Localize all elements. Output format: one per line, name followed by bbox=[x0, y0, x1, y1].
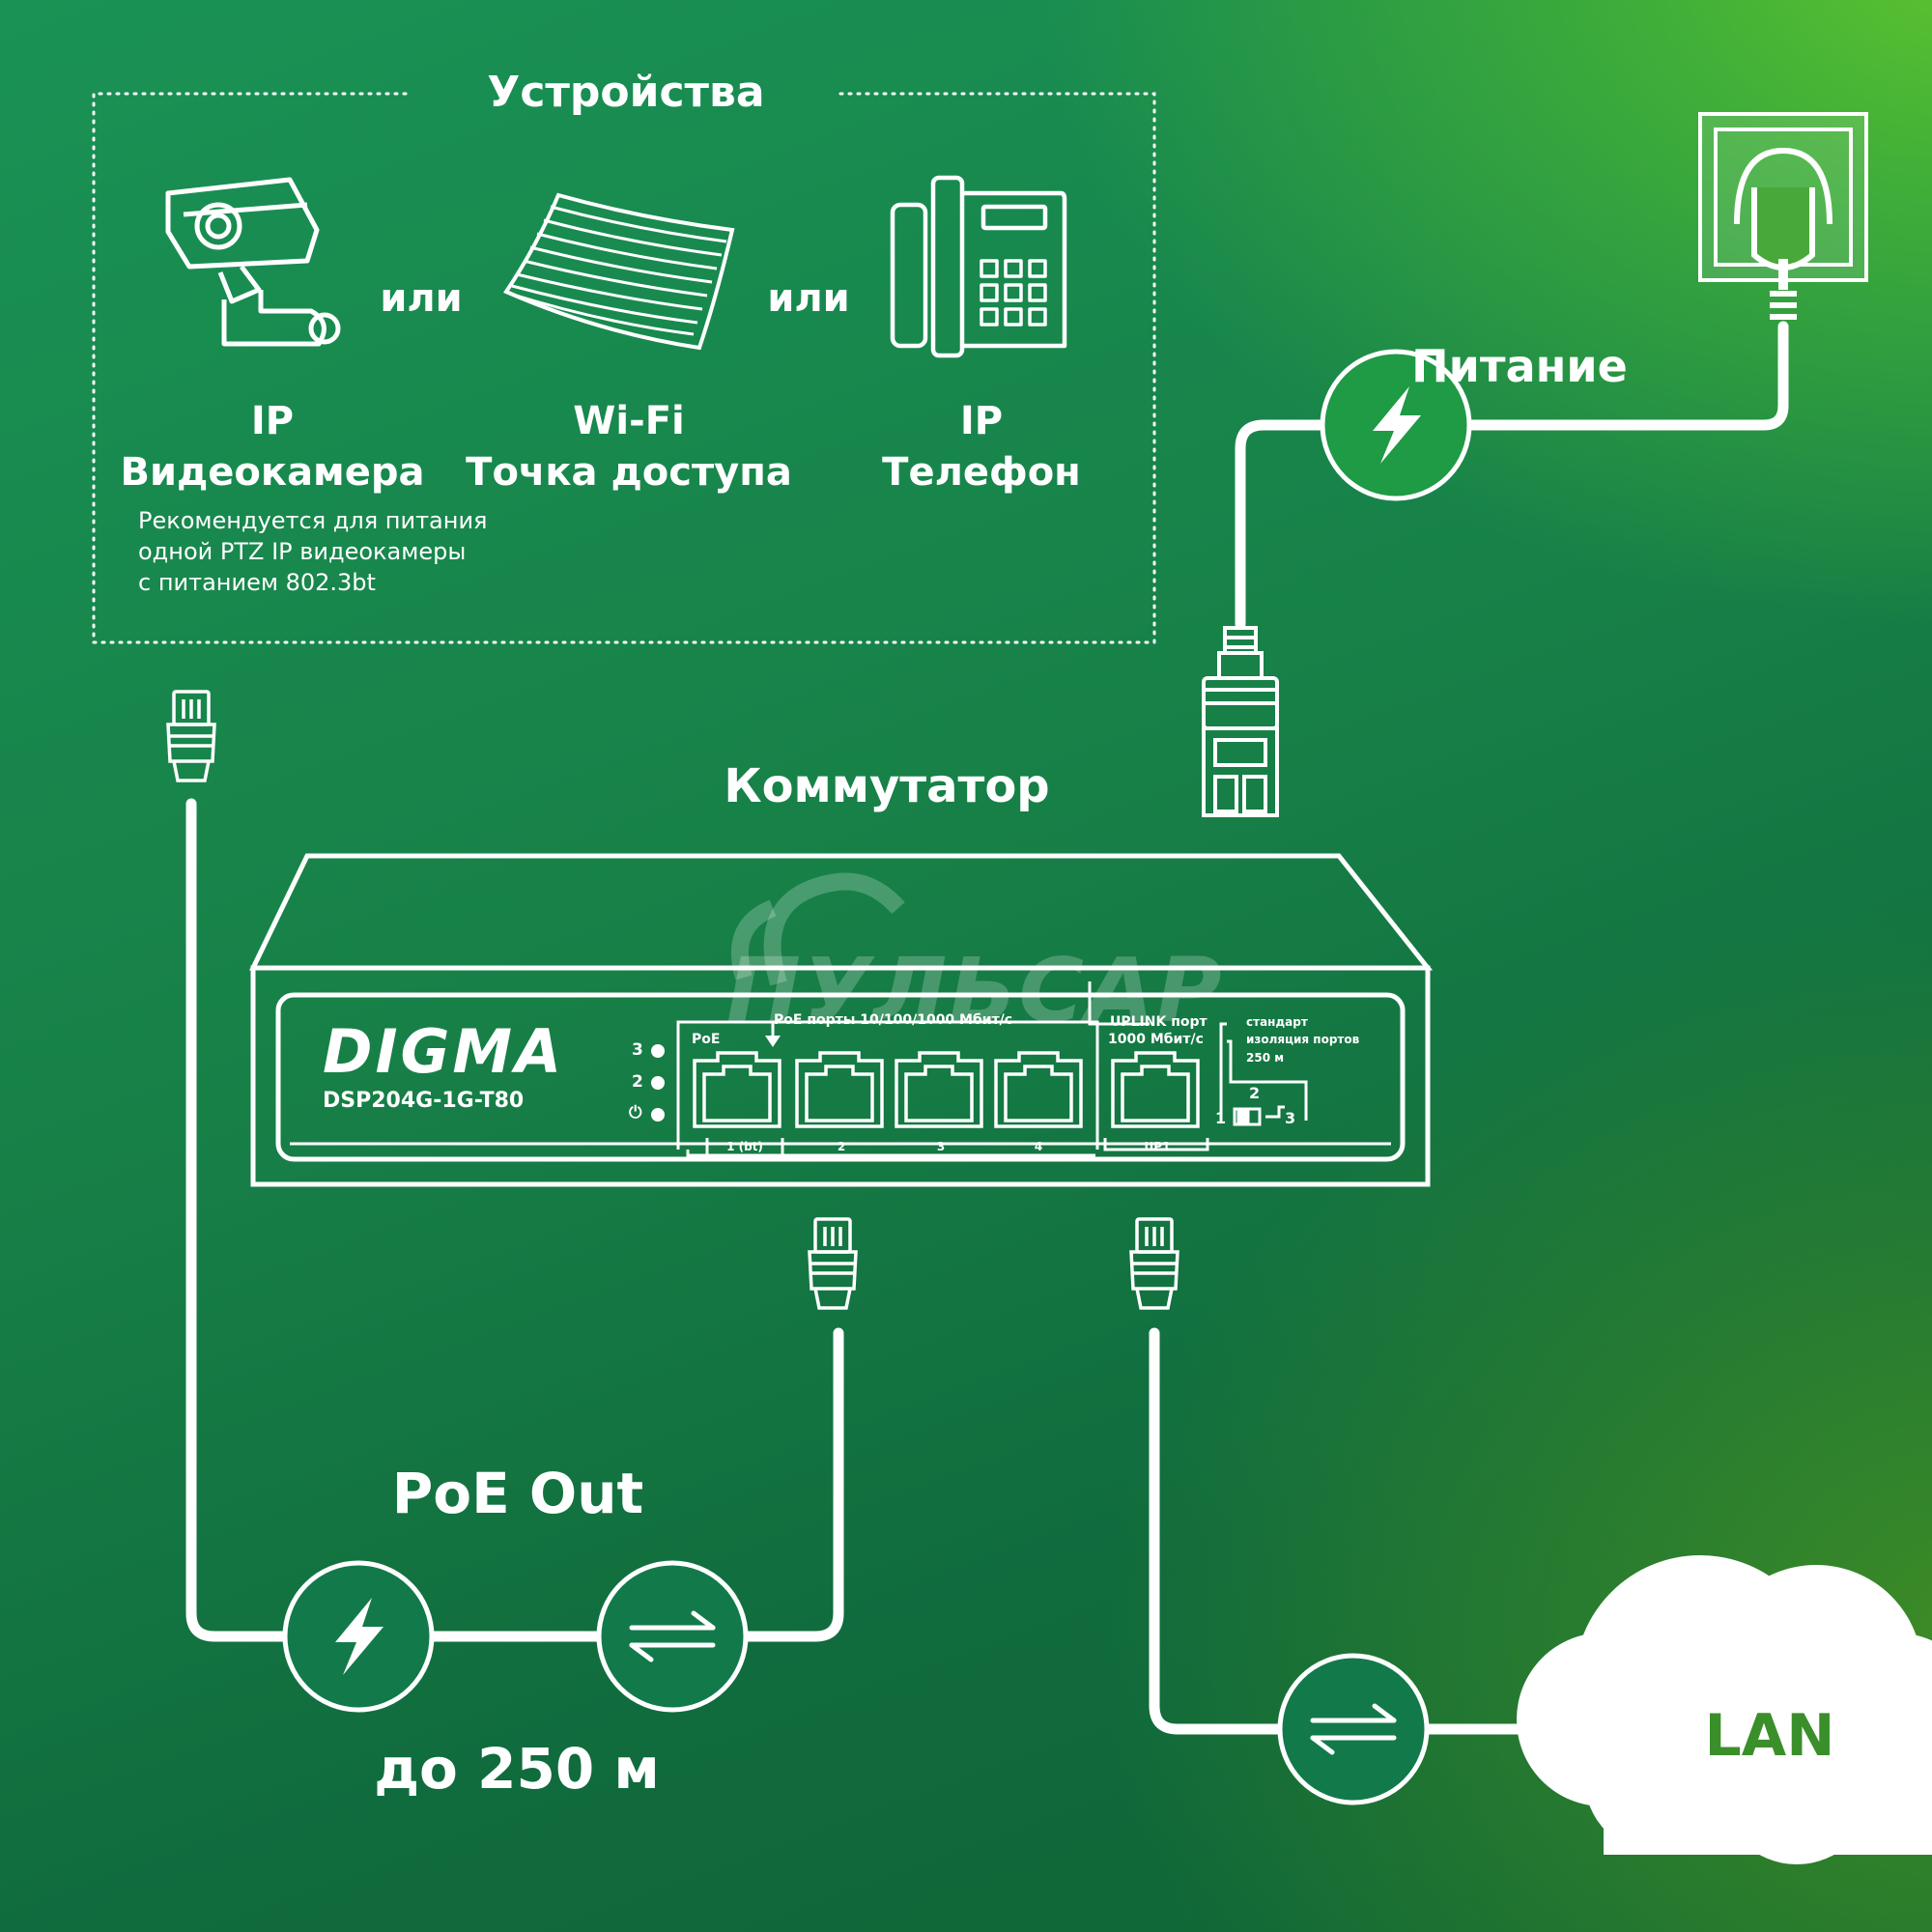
switch-pos-2: 2 bbox=[1249, 1084, 1261, 1102]
led-label-3: 3 bbox=[632, 1040, 643, 1060]
device-camera-line2: Видеокамера bbox=[120, 450, 425, 495]
distance-label: до 250 м bbox=[374, 1736, 660, 1802]
watermark-text: ПУЛЬСАР bbox=[726, 939, 1224, 1042]
device-phone-line1: IP bbox=[959, 399, 1004, 443]
led-3 bbox=[651, 1044, 665, 1058]
switch-label-250m: 250 м bbox=[1246, 1051, 1285, 1065]
led-label-2: 2 bbox=[632, 1072, 643, 1092]
brand-logo: DIGMA bbox=[323, 1016, 565, 1087]
port-label-3: 3 bbox=[936, 1140, 946, 1153]
uplink-header-1: UPLINK порт bbox=[1110, 1014, 1208, 1030]
power-cable bbox=[1235, 321, 1789, 630]
rj45-connector-device bbox=[166, 690, 216, 782]
isolation-switch-icon bbox=[1219, 1022, 1308, 1126]
or-label: или bbox=[767, 276, 850, 321]
switch-pos-3: 3 bbox=[1285, 1109, 1296, 1127]
poe-data-circle bbox=[596, 1560, 749, 1713]
camera-note: Рекомендуется для питания одной PTZ IP в… bbox=[138, 505, 488, 598]
access-point-icon bbox=[503, 192, 735, 351]
lan-cloud-icon bbox=[1517, 1555, 1932, 1864]
camera-note-line: Рекомендуется для питания bbox=[138, 507, 488, 534]
poe-group-label: PoE bbox=[692, 1032, 721, 1047]
port-label-1: 1 (bt) bbox=[726, 1140, 763, 1153]
switch-pos-1: 1 bbox=[1215, 1109, 1227, 1127]
watermark-logo bbox=[730, 872, 905, 986]
device-phone-line2: Телефон bbox=[882, 450, 1081, 495]
uplink-port-jack bbox=[1111, 1051, 1200, 1128]
uplink-header-2: 1000 Мбит/с bbox=[1108, 1032, 1204, 1047]
uplink-port-label: UP1 bbox=[1144, 1140, 1171, 1153]
poe-ports-header: PoE порты 10/100/1000 Мбит/с bbox=[774, 1012, 1013, 1028]
power-outlet-icon bbox=[1698, 112, 1868, 320]
camera-note-line: одной PTZ IP видеокамеры bbox=[138, 538, 467, 565]
led-2 bbox=[651, 1076, 665, 1090]
port-4-jack bbox=[994, 1051, 1083, 1128]
camera-note-line: с питанием 802.3bt bbox=[138, 569, 376, 596]
ip-phone-icon bbox=[890, 175, 1067, 358]
model-number: DSP204G-1G-T80 bbox=[323, 1089, 525, 1113]
poe-arrow-icon bbox=[765, 1036, 781, 1047]
devices-title: Устройства bbox=[487, 68, 765, 117]
led-power bbox=[651, 1108, 665, 1122]
device-ap-line2: Точка доступа bbox=[466, 450, 792, 495]
poe-port-group bbox=[676, 1020, 1099, 1157]
power-connector-icon bbox=[1202, 626, 1279, 817]
power-label: Питание bbox=[1411, 340, 1628, 392]
port-label-4: 4 bbox=[1034, 1140, 1043, 1153]
lan-label: LAN bbox=[1704, 1702, 1835, 1770]
switch-label-standard: стандарт bbox=[1246, 1015, 1308, 1029]
device-camera-line1: IP bbox=[250, 399, 295, 443]
rj45-connector-poe bbox=[808, 1217, 858, 1310]
switch-label-isolation: изоляция портов bbox=[1246, 1033, 1360, 1046]
cctv-camera-icon bbox=[165, 177, 341, 347]
poe-out-cable bbox=[185, 798, 844, 1642]
uplink-group bbox=[1103, 1138, 1209, 1151]
devices-frame bbox=[92, 92, 1156, 644]
port-2-jack bbox=[795, 1051, 884, 1128]
lan-data-circle bbox=[1277, 1653, 1430, 1805]
power-led-icon: ⏻ bbox=[629, 1103, 642, 1122]
poe-out-label: PoE Out bbox=[391, 1461, 644, 1526]
device-ap-line1: Wi-Fi bbox=[573, 399, 685, 443]
or-label: или bbox=[380, 276, 463, 321]
port-label-2: 2 bbox=[837, 1140, 846, 1153]
port-1-jack bbox=[693, 1051, 781, 1128]
switch-title: Коммутатор bbox=[724, 759, 1050, 813]
switch-body bbox=[249, 853, 1434, 1187]
port-3-jack bbox=[895, 1051, 983, 1128]
rj45-connector-lan bbox=[1129, 1217, 1179, 1310]
